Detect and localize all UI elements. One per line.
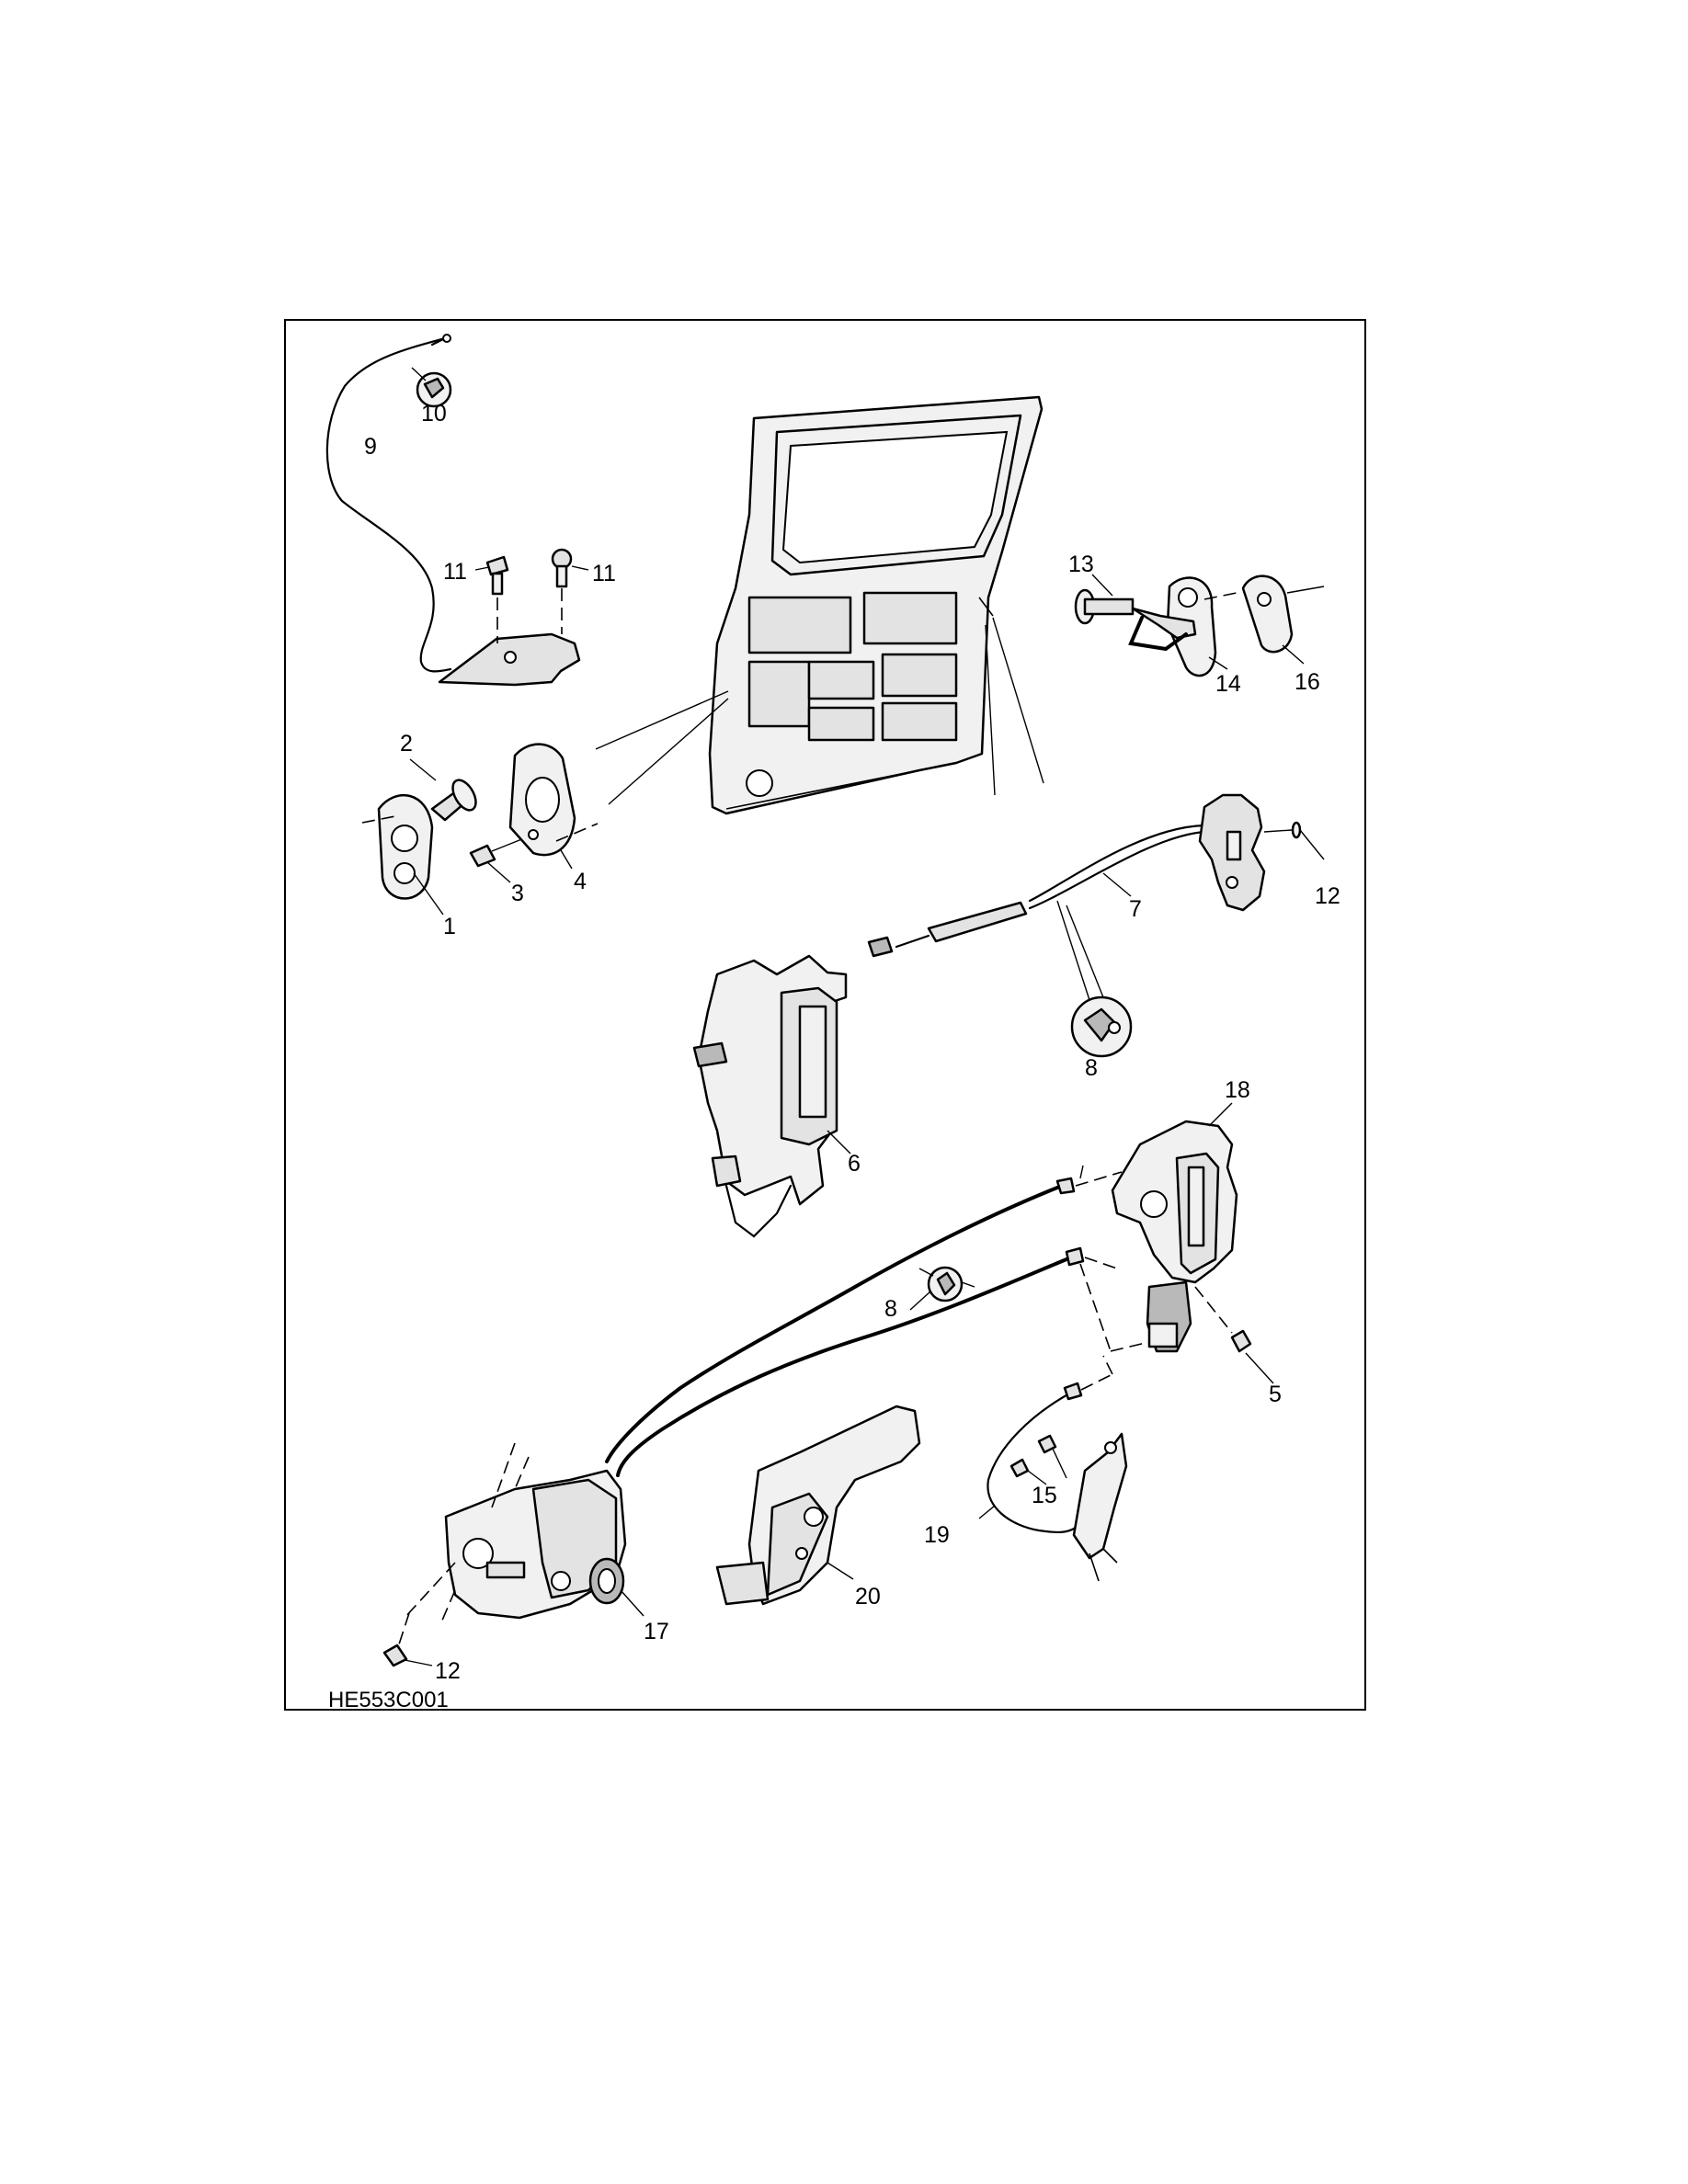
- bolt-12-lower: [382, 1612, 433, 1667]
- callout-15: 15: [1032, 1483, 1057, 1508]
- lever-bracket: [1072, 1432, 1128, 1582]
- handle-housing-20: [715, 1405, 921, 1606]
- cable-assembly-9: [325, 334, 452, 673]
- latch-17: [404, 1442, 644, 1623]
- callout-12-lower: 12: [435, 1658, 461, 1684]
- callout-16: 16: [1295, 669, 1320, 695]
- callout-labels: 1 2 3 4 5 6 7 8 8 9 10 11 11 12 12 13 14…: [328, 401, 1340, 1712]
- bolt-11-right: [551, 548, 589, 634]
- plate-4: [508, 743, 599, 857]
- callout-8-lower: 8: [884, 1296, 897, 1322]
- handle-assembly-6: [692, 954, 851, 1238]
- callout-20: 20: [855, 1584, 881, 1610]
- callout-8-upper: 8: [1085, 1055, 1098, 1081]
- callout-4: 4: [574, 869, 587, 894]
- callout-9: 9: [364, 434, 377, 460]
- callout-19: 19: [924, 1522, 950, 1548]
- callout-3: 3: [511, 881, 524, 906]
- bolt-2: [430, 779, 477, 822]
- callout-7: 7: [1129, 896, 1142, 922]
- callout-14: 14: [1215, 671, 1241, 697]
- callout-11-left: 11: [443, 559, 467, 585]
- bolt-15-a: [1009, 1458, 1047, 1485]
- plate-1: [361, 794, 434, 900]
- callout-17: 17: [644, 1619, 669, 1644]
- callout-13: 13: [1068, 552, 1094, 577]
- diagram-frame: [284, 319, 1366, 1711]
- callout-6: 6: [848, 1151, 861, 1177]
- clip-8-upper: [1056, 900, 1133, 1058]
- bolt-5: [1194, 1286, 1274, 1384]
- sliding-door-panel: [708, 395, 1044, 815]
- callout-10: 10: [421, 401, 447, 427]
- latch-assembly-18: [1111, 1102, 1238, 1353]
- figure-id: HE553C001: [328, 1688, 449, 1712]
- door-reference-lines: [595, 617, 1044, 805]
- callout-5: 5: [1269, 1382, 1282, 1407]
- callout-11-right: 11: [592, 561, 616, 586]
- clip-8-lower: [909, 1266, 975, 1311]
- plate-16: [1241, 574, 1325, 665]
- bolt-13: [1074, 574, 1135, 625]
- clip-10: [411, 367, 452, 408]
- callout-12-upper: 12: [1315, 883, 1340, 909]
- cable-7: [867, 824, 1206, 958]
- bolt-15-b: [1037, 1434, 1067, 1479]
- striker-14: [1128, 576, 1242, 677]
- latch-upper-right: [1102, 793, 1325, 912]
- bolt-11-left: [474, 555, 509, 643]
- bolt-3: [469, 837, 525, 868]
- callout-2: 2: [400, 731, 413, 756]
- callout-1: 1: [443, 914, 456, 939]
- cable-pair-to-latch-17: [605, 1165, 1150, 1477]
- callout-18: 18: [1225, 1077, 1250, 1103]
- cable-19: [978, 1355, 1113, 1534]
- bracket-plate: [438, 632, 581, 687]
